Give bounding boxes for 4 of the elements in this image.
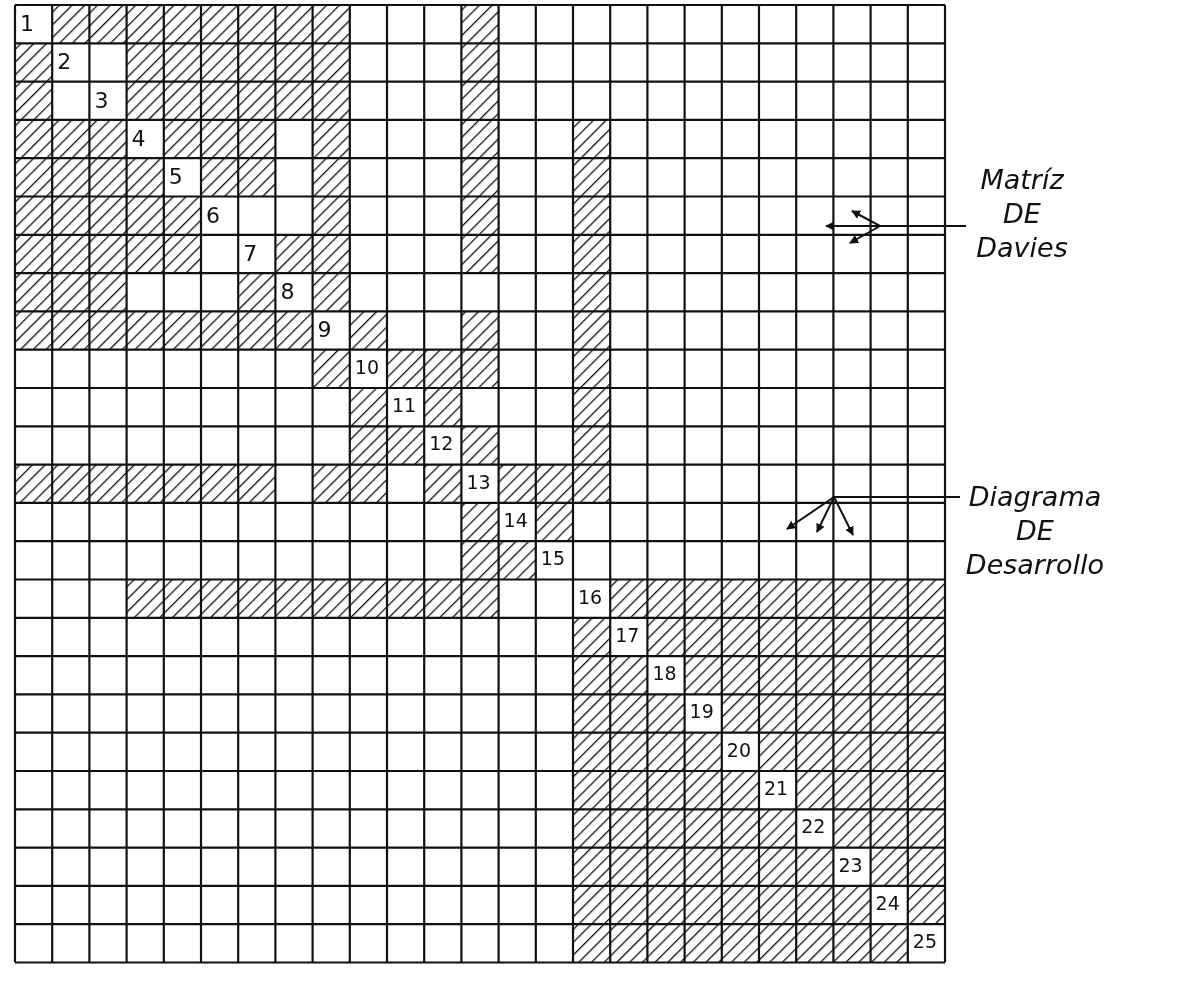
leader-line	[849, 225, 967, 244]
leader-line	[832, 496, 961, 536]
callout-label: Matríz DE Davies	[966, 163, 1078, 265]
callout-label: Diagrama DE Desarrollo	[960, 480, 1110, 582]
